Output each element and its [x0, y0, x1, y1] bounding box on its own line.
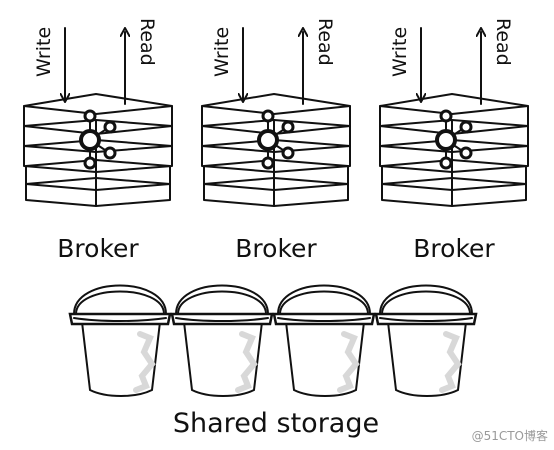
shared-storage: [68, 284, 478, 397]
disk: [25, 159, 171, 191]
kafka-logo-icon: [79, 109, 117, 170]
broker-label: Broker: [235, 234, 317, 263]
write-label: Write: [33, 27, 55, 77]
disk-stack: [379, 93, 529, 207]
disk-top: [23, 93, 173, 135]
kafka-logo-icon: [435, 109, 473, 170]
write-label: Write: [211, 27, 233, 77]
disk: [381, 159, 527, 191]
disk: [203, 177, 349, 207]
bucket-icon: [68, 284, 172, 397]
shared-storage-label: Shared storage: [173, 408, 379, 439]
broker-2: Write Read Broker: [201, 18, 351, 263]
bucket-icon: [272, 284, 376, 397]
kafka-logo-icon: [257, 109, 295, 170]
disk-top: [201, 93, 351, 135]
read-label: Read: [492, 18, 514, 66]
bucket-icon: [374, 284, 478, 397]
broker-label: Broker: [413, 234, 495, 263]
read-label: Read: [314, 18, 336, 66]
disk-stack: [23, 93, 173, 207]
bucket-icon: [170, 284, 274, 397]
broker-label: Broker: [57, 234, 139, 263]
disk: [381, 177, 527, 207]
disk-top: [379, 93, 529, 135]
disk: [25, 177, 171, 207]
broker-1: Write Read Broker: [23, 18, 173, 263]
read-label: Read: [136, 18, 158, 66]
broker-3: Write Read Broker: [379, 18, 529, 263]
write-label: Write: [389, 27, 411, 77]
watermark: @51CTO博客: [472, 428, 548, 443]
disk: [203, 159, 349, 191]
disk-stack: [201, 93, 351, 207]
